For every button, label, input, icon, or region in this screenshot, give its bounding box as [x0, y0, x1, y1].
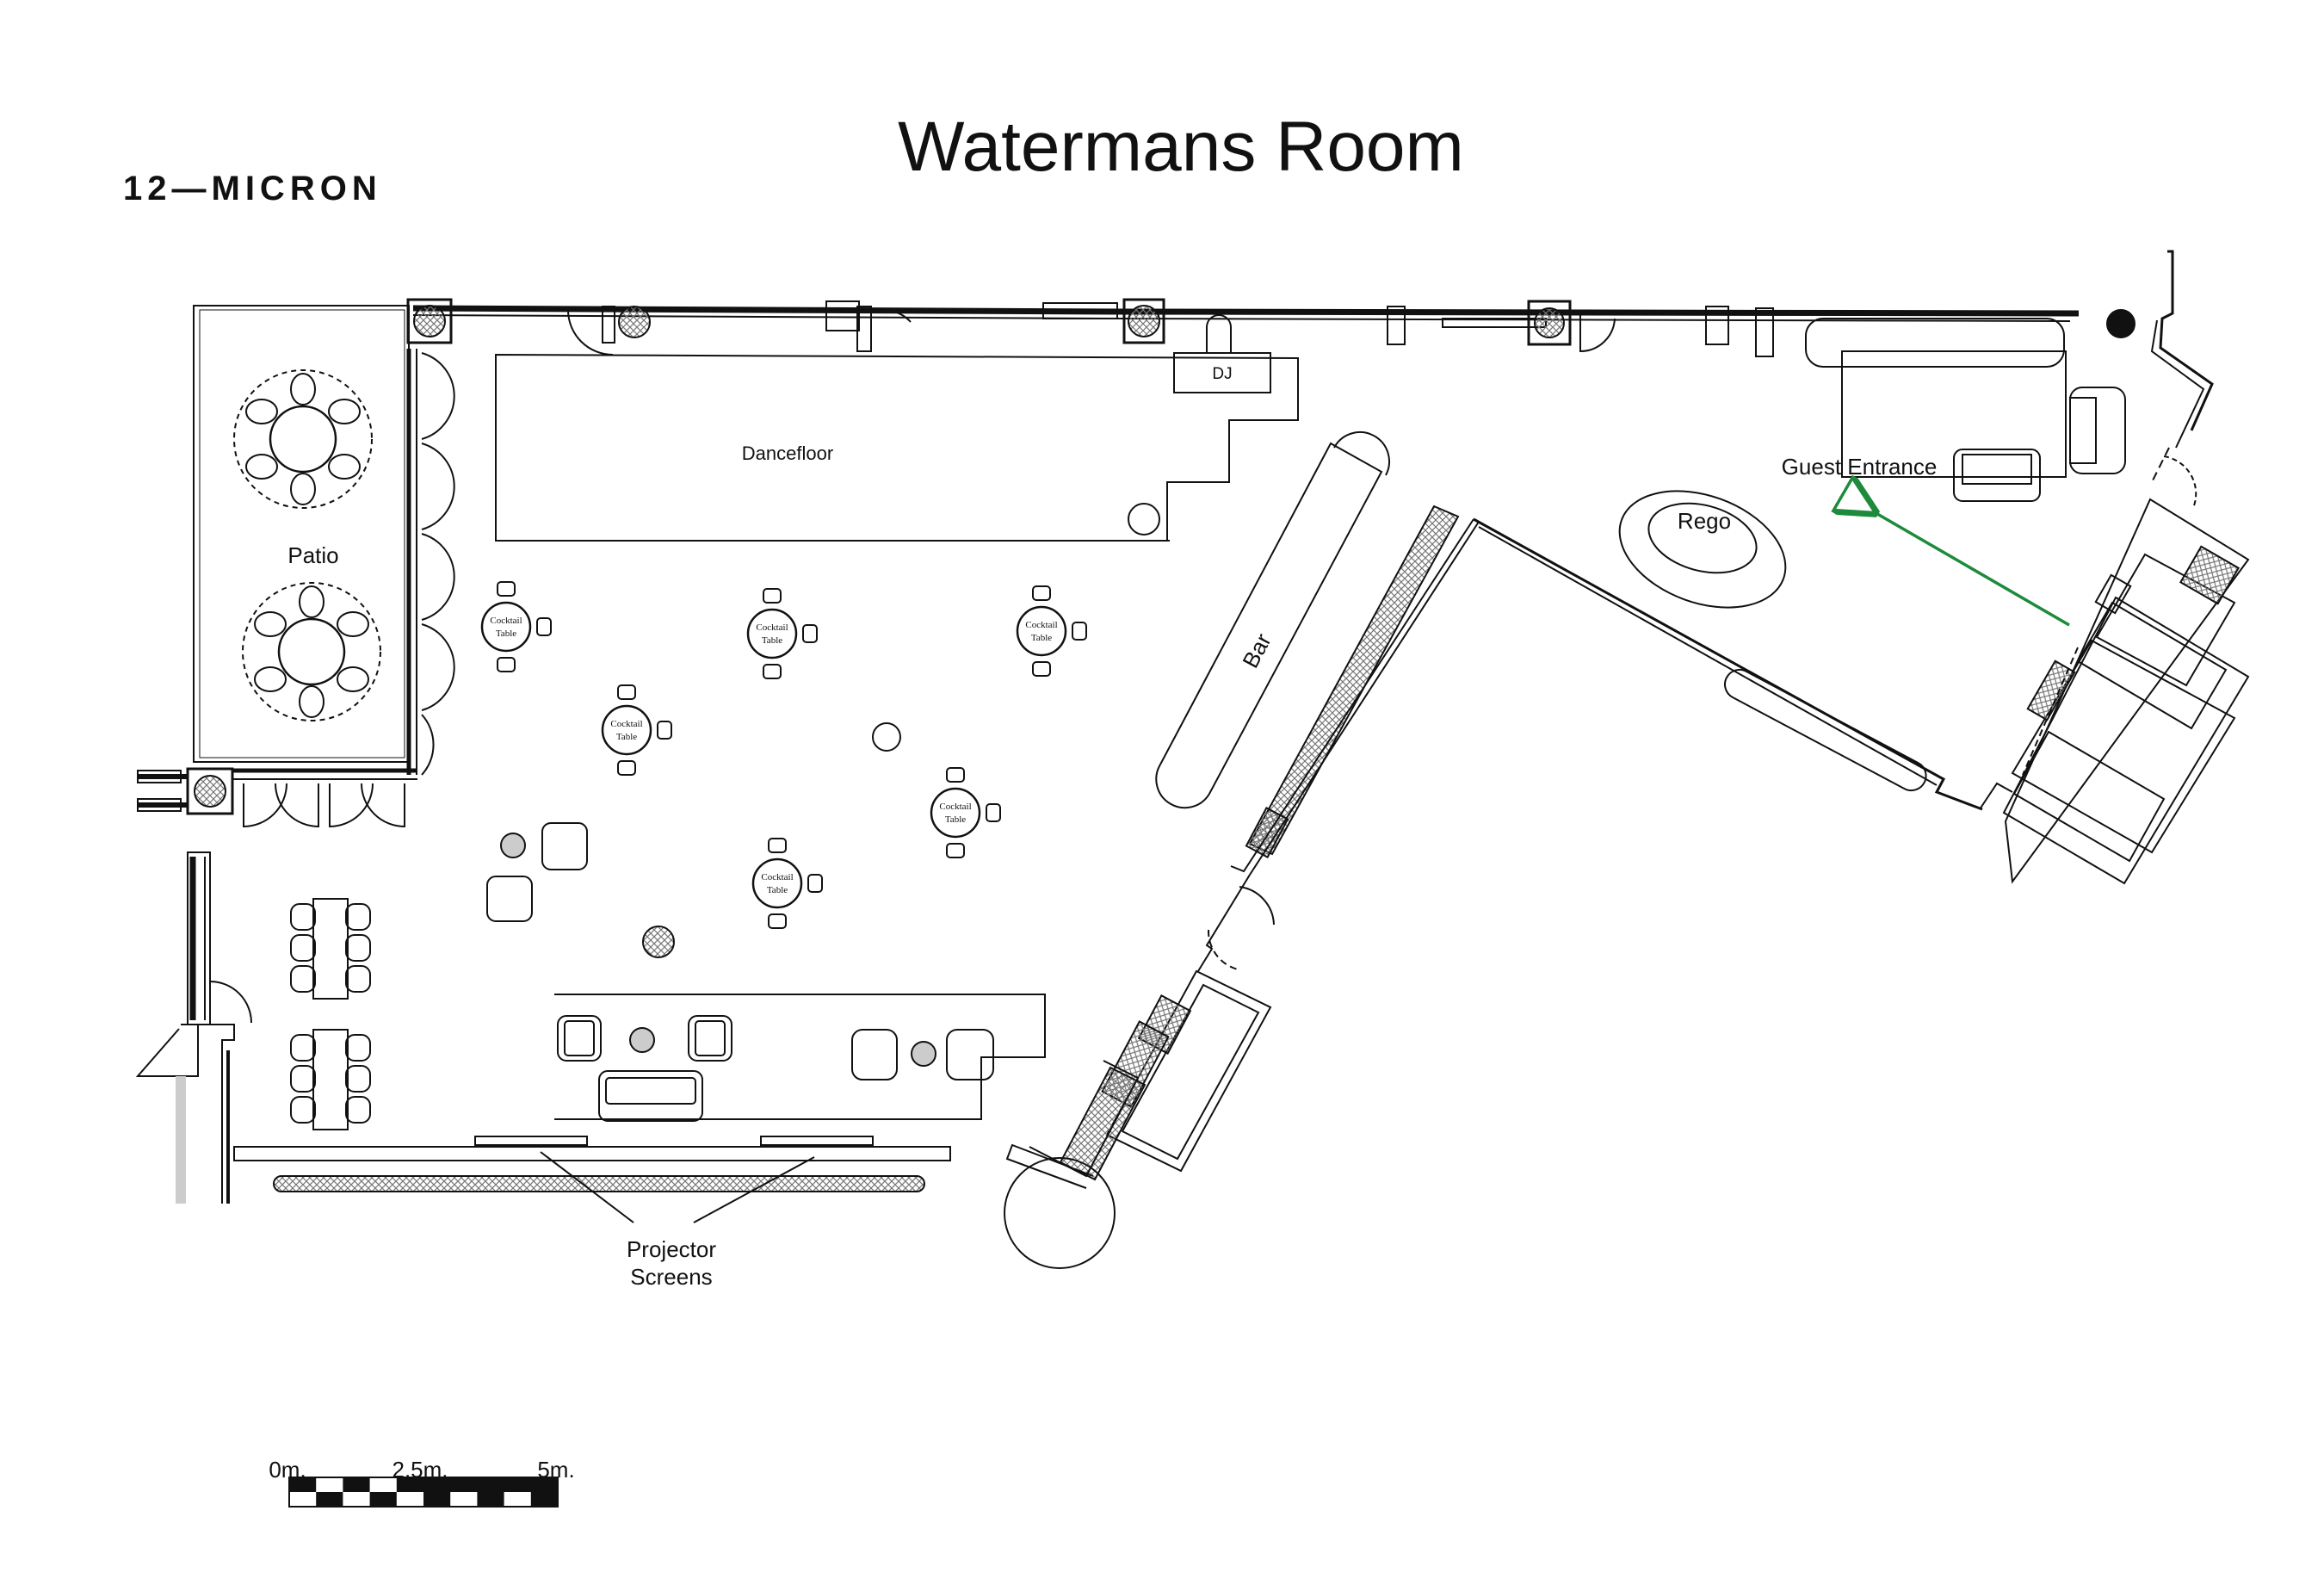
scale-cell	[477, 1492, 504, 1507]
lift-lobby	[1979, 455, 2250, 885]
scale-cell	[423, 1492, 451, 1507]
cocktail-chair	[946, 767, 965, 783]
patio-label: Patio	[287, 542, 338, 568]
scale-bar: 0m. 2.5m. 5m.	[269, 1457, 575, 1508]
page-title: Watermans Room	[898, 108, 1464, 186]
dj-booth	[1173, 314, 1271, 393]
northeast-wall	[2150, 250, 2214, 483]
north-wall	[406, 298, 2135, 357]
bar-back-wall	[1230, 505, 1480, 876]
cocktail-table-label: Table	[616, 732, 637, 742]
dancefloor	[495, 353, 1299, 542]
cocktail-table-label: Cocktail	[761, 872, 793, 882]
projector-screen	[693, 1136, 874, 1223]
misc-furniture	[486, 722, 901, 958]
scale-cell	[289, 1477, 317, 1492]
cocktail-chair	[1032, 585, 1051, 601]
company-logo: 12—MICRON	[123, 170, 382, 207]
cocktail-chair	[768, 838, 787, 853]
cocktail-table-label: Table	[1031, 633, 1052, 643]
cocktail-table-label: Cocktail	[490, 616, 522, 626]
cocktail-chair	[768, 913, 787, 929]
scale-cell	[423, 1477, 558, 1492]
long-table	[290, 898, 371, 1000]
cocktail-chair	[807, 874, 823, 893]
rego-label: Rego	[1678, 508, 1731, 534]
cocktail-table-label: Cocktail	[610, 719, 642, 729]
dj-label: DJ	[1212, 365, 1232, 383]
cocktail-table-label: Table	[762, 635, 782, 646]
dancefloor-label: Dancefloor	[742, 443, 833, 464]
cocktail-chair	[1032, 661, 1051, 677]
cocktail-chair	[986, 803, 1001, 822]
cocktail-chair	[497, 657, 516, 672]
projector-label-line2: Screens	[630, 1264, 712, 1290]
scale-cell	[316, 1492, 343, 1507]
cocktail-table-label: Cocktail	[756, 622, 788, 633]
rego-desk	[1618, 490, 1787, 609]
scale-cell	[396, 1477, 423, 1492]
guest-entrance-arrow	[1873, 511, 2070, 627]
scale-cell	[343, 1477, 370, 1492]
cocktail-table-label: Cocktail	[939, 802, 971, 812]
scale-cell	[369, 1492, 397, 1507]
south-wall	[233, 1146, 951, 1192]
patio-area	[137, 305, 455, 828]
cocktail-chair	[763, 664, 782, 679]
cocktail-chair	[1072, 622, 1087, 641]
scale-label-5: 5m.	[537, 1457, 574, 1483]
lounge-seating-block	[554, 994, 1046, 1122]
guest-entrance-label: Guest Entrance	[1782, 454, 1938, 480]
southeast-stair-core	[1004, 874, 1275, 1269]
cocktail-chair	[497, 581, 516, 597]
east-wall	[1473, 517, 1983, 811]
cocktail-chair	[617, 684, 636, 700]
projector-screen	[474, 1136, 634, 1223]
patio-round-table	[233, 369, 373, 509]
long-table	[290, 1029, 371, 1130]
cocktail-table-label: Cocktail	[1025, 620, 1057, 630]
scale-label-2-5: 2.5m.	[392, 1457, 448, 1483]
scale-label-0: 0m.	[269, 1457, 306, 1483]
cocktail-chair	[802, 624, 818, 643]
patio-round-table	[242, 582, 381, 721]
cocktail-table-label: Table	[496, 628, 516, 639]
entrance-lounge	[1805, 318, 2126, 502]
cocktail-table-label: Table	[767, 885, 788, 895]
cocktail-chair	[763, 588, 782, 604]
west-wall	[135, 851, 252, 1204]
cocktail-table-label: Table	[945, 814, 966, 825]
bar-counter	[1155, 431, 1390, 809]
projector-label-line1: Projector	[627, 1236, 716, 1262]
cocktail-chair	[946, 843, 965, 858]
cocktail-chair	[617, 760, 636, 776]
bar-label: Bar	[1237, 629, 1276, 672]
cocktail-chair	[536, 617, 552, 636]
scale-cell	[530, 1492, 558, 1507]
cocktail-chair	[657, 721, 672, 740]
